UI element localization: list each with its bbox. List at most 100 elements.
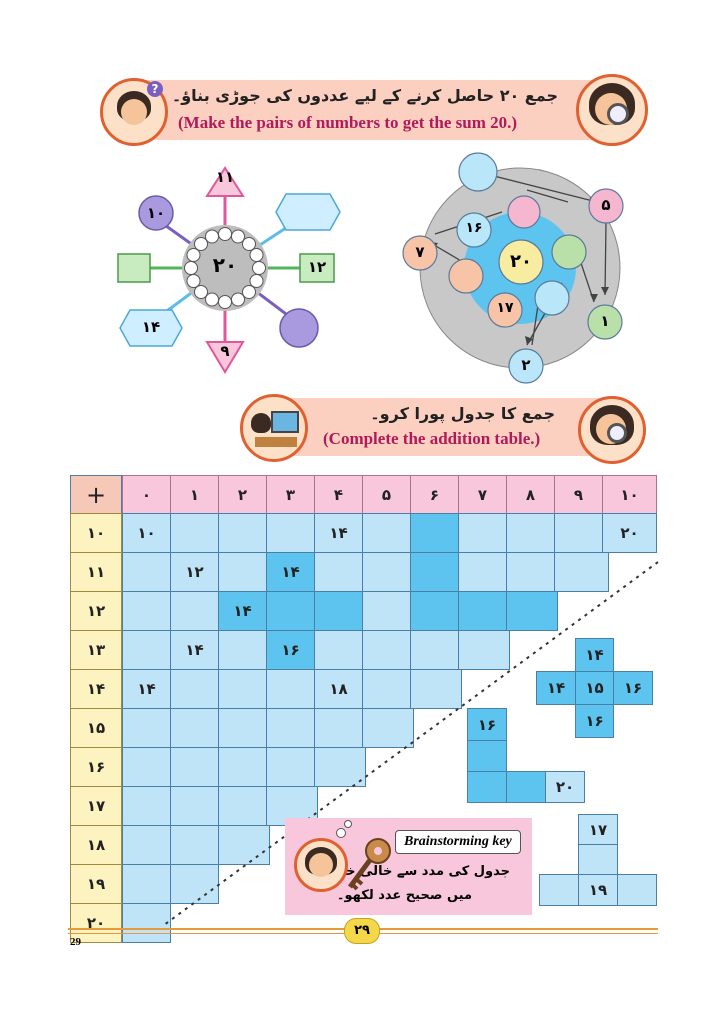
col-header: ۰ (122, 475, 171, 514)
t-shape-cell[interactable] (578, 844, 618, 875)
table-cell[interactable]: ۱۴ (170, 630, 219, 670)
table-cell[interactable] (122, 903, 171, 943)
star-left-square-blank[interactable] (118, 254, 150, 282)
table-cell[interactable]: ۲۰ (602, 513, 657, 553)
brainstorming-key-label: Brainstorming key (395, 830, 521, 854)
row-header: ۱۳ (70, 630, 122, 670)
table-cell-highlight[interactable] (410, 513, 459, 553)
cross-bottom-cell[interactable]: ۱۶ (575, 704, 614, 738)
magnifier-icon (607, 103, 629, 125)
question-mark-icon: ? (147, 81, 163, 97)
row-header: ۱۹ (70, 864, 122, 904)
ring-outer-left: ۷ (415, 243, 425, 261)
star-right-hexagon-blank[interactable] (276, 194, 340, 230)
star-right-circle-blank[interactable] (280, 309, 318, 347)
star-left-circle: ۱۰ (146, 204, 166, 222)
table-cell-highlight[interactable] (410, 591, 459, 631)
table-cell[interactable] (410, 669, 462, 709)
row-header: ۱۵ (70, 708, 122, 748)
girl-magnifier-avatar (576, 74, 648, 146)
star-bottom-triangle: ۹ (220, 342, 230, 360)
table-cell[interactable] (170, 669, 219, 709)
table-cell[interactable] (218, 630, 267, 670)
col-header: ۳ (266, 475, 315, 514)
cross-top-cell[interactable]: ۱۴ (575, 638, 614, 672)
table-cell[interactable]: ۱۴ (314, 513, 363, 553)
table-cell[interactable] (170, 708, 219, 748)
col-header: ۸ (506, 475, 555, 514)
dotted-diagonal-line (163, 561, 659, 926)
t-shape-cell[interactable] (617, 874, 657, 906)
col-header: ۹ (554, 475, 603, 514)
col-header: ۱۰ (602, 475, 657, 514)
cross-center-cell[interactable]: ۱۵ (575, 671, 614, 705)
table-cell[interactable] (218, 825, 270, 865)
table-cell[interactable] (554, 513, 603, 553)
magnifier-icon (607, 423, 627, 443)
table-cell[interactable] (458, 513, 507, 553)
table-cell[interactable] (218, 708, 267, 748)
thought-bubble-icon (344, 820, 352, 828)
table-cell[interactable] (218, 786, 267, 826)
row-header: ۱۰ (70, 513, 122, 553)
table-cell[interactable] (218, 513, 267, 553)
table-cell[interactable] (314, 747, 366, 787)
l-shape-cell[interactable] (506, 771, 546, 803)
table-cell-highlight[interactable] (266, 591, 315, 631)
table-cell[interactable] (362, 708, 414, 748)
table-cell[interactable] (362, 513, 411, 553)
table-cell[interactable] (122, 708, 171, 748)
l-shape-top-cell[interactable]: ۱۶ (467, 708, 507, 741)
page-number-english: 29 (70, 936, 81, 948)
row-header: ۱۲ (70, 591, 122, 631)
activity2-banner: جمع کا جدول پورا کرو۔ (Complete the addi… (245, 398, 625, 456)
table-cell[interactable] (506, 513, 555, 553)
cross-left-cell[interactable]: ۱۴ (536, 671, 576, 705)
table-cell[interactable]: ۱۰ (122, 513, 171, 553)
table-cell[interactable] (170, 513, 219, 553)
table-cell[interactable] (218, 747, 267, 787)
activity1-banner: جمع ۲۰ حاصل کرنے کے لیے عددوں کی جوڑی بن… (108, 80, 628, 140)
ring-center-value: ۲۰ (510, 251, 532, 272)
table-cell[interactable] (170, 591, 219, 631)
thought-bubble-icon (336, 828, 346, 838)
brainstorming-line2: میں صحیح عدد لکھو۔ (336, 888, 472, 903)
t-shape-top-cell[interactable]: ۱۷ (578, 814, 618, 845)
activity1-title-english: (Make the pairs of numbers to get the su… (178, 113, 518, 132)
table-cell[interactable] (266, 669, 315, 709)
ring-outer-top-right: ۵ (601, 196, 611, 214)
t-shape-cell[interactable] (539, 874, 579, 906)
table-cell[interactable] (170, 864, 219, 904)
table-cell-highlight[interactable] (458, 591, 507, 631)
l-shape-cell[interactable] (467, 740, 507, 772)
cross-right-cell[interactable]: ۱۶ (613, 671, 653, 705)
t-shape-bottom-cell[interactable]: ۱۹ (578, 874, 618, 906)
table-cell[interactable] (458, 630, 510, 670)
row-header: ۱۱ (70, 552, 122, 592)
table-cell[interactable] (554, 552, 609, 592)
star-diagram (117, 166, 341, 374)
row-header: ۱۸ (70, 825, 122, 865)
table-cell[interactable] (362, 552, 411, 592)
l-shape-end-cell[interactable]: ۲۰ (545, 771, 585, 803)
activity2-title-english: (Complete the addition table.) (323, 429, 541, 448)
table-cell[interactable] (458, 552, 507, 592)
col-header: ۲ (218, 475, 267, 514)
col-header: ۶ (410, 475, 459, 514)
table-cell[interactable]: ۱۸ (314, 669, 363, 709)
row-header: ۱۴ (70, 669, 122, 709)
table-cell-highlight[interactable] (506, 591, 558, 631)
table-cell[interactable] (266, 513, 315, 553)
page-number-urdu: ۲۹ (344, 918, 380, 944)
l-shape-cell[interactable] (467, 771, 507, 803)
table-cell[interactable] (362, 669, 411, 709)
table-cell-highlight[interactable] (314, 591, 363, 631)
girl-question-avatar: ? (100, 78, 168, 146)
col-header: ۷ (458, 475, 507, 514)
star-center-value: ۲۰ (212, 253, 238, 277)
table-cell-highlight[interactable]: ۱۴ (218, 591, 267, 631)
col-header: ۵ (362, 475, 411, 514)
row-header: ۱۶ (70, 747, 122, 787)
table-cell[interactable] (122, 864, 171, 904)
ring-outer-right: ۱ (600, 312, 610, 330)
